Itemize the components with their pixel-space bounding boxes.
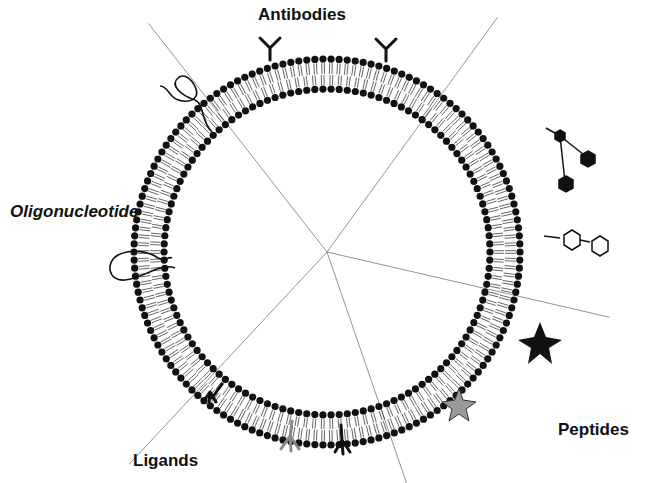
sector-line [327, 252, 610, 317]
category-label: Ligands [133, 452, 198, 471]
peptide-star [518, 322, 562, 364]
category-label: Oligonucleotide [10, 203, 138, 222]
sector-line [129, 252, 327, 464]
sector-line [327, 252, 421, 483]
category-label: Antibodies [258, 6, 346, 25]
oligonucleotide-symbols [110, 76, 212, 280]
peptide-star [442, 388, 476, 421]
sector-lines [129, 17, 609, 483]
sector-line [148, 23, 327, 252]
ligand-symbols [203, 384, 350, 454]
antibody-symbols [260, 38, 396, 61]
molecule-outline-symbols [544, 230, 608, 256]
molecule-symbols [546, 128, 595, 192]
sector-line [327, 17, 497, 252]
category-label: Peptides [558, 421, 629, 440]
lipid-bilayer [130, 55, 523, 448]
